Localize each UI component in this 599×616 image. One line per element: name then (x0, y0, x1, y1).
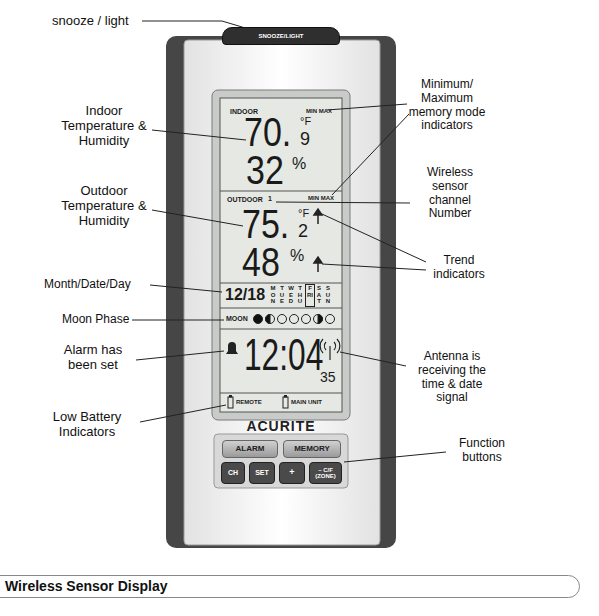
lcd-text: OUTDOOR (227, 196, 263, 203)
lcd-text: REMOTE (236, 399, 262, 405)
lcd-digits: 75. (242, 204, 289, 244)
callout-label: Low Battery Indicators (34, 410, 140, 440)
lcd-text: MIN MAX (306, 108, 332, 114)
snooze-button: SNOOZE/LIGHT (222, 27, 340, 45)
lcd-text: °F (300, 116, 311, 127)
button-text: – C/F (318, 467, 333, 473)
lcd-digits: 48 (242, 242, 280, 282)
button-text: SNOOZE/LIGHT (259, 33, 304, 39)
alarm-icon (226, 342, 238, 354)
button-text: + (289, 468, 294, 477)
day-letters: FRI (307, 285, 313, 298)
callout-label: Outdoor Temperature & Humidity (58, 184, 150, 229)
callout-label: Alarm has been set (50, 343, 136, 373)
lcd-dividers (220, 191, 342, 393)
function-button: + (279, 462, 305, 484)
leader-lines (132, 21, 446, 462)
section-band: Wireless Sensor Display (0, 575, 580, 598)
function-button: – C/F(ZONE) (309, 462, 342, 484)
lcd-text: MOON (226, 315, 248, 322)
callout-label: Indoor Temperature & Humidity (58, 104, 150, 149)
lcd-digits: 70. (244, 112, 291, 152)
lcd-text: °F (298, 208, 309, 219)
day-letters: SUN (325, 285, 331, 305)
button-text: (ZONE) (315, 473, 336, 479)
day-letters: THU (297, 285, 303, 305)
lcd-digits: 9 (300, 130, 310, 148)
callout-label: Month/Date/Day (44, 278, 131, 292)
callout-label: Antenna is receiving the time & date sig… (406, 350, 498, 405)
callout-label: Moon Phase (62, 313, 129, 327)
housing-outer (166, 36, 396, 548)
day-letters: TUE (279, 285, 285, 305)
button-text: ALARM (236, 445, 265, 453)
housing-face (184, 40, 380, 545)
callout-label: Function buttons (446, 437, 518, 465)
day-letters: MON (270, 285, 276, 305)
trend-arrows (314, 209, 322, 272)
lcd-text: MAIN UNIT (291, 399, 322, 405)
lcd-seconds: 35 (320, 370, 336, 384)
lcd-panel (220, 98, 342, 412)
function-button: SET (249, 462, 275, 484)
lcd-time: 12:04 (244, 333, 323, 377)
battery-icons (228, 396, 288, 409)
day-letters: SAT (316, 285, 322, 305)
lcd-digits: 32 (246, 150, 284, 190)
function-button: CH (221, 462, 245, 484)
lcd-date: 12/18 (225, 287, 265, 303)
day-marker (306, 285, 315, 307)
callout-label: Minimum/ Maximum memory mode indicators (406, 78, 488, 133)
button-text: Wireless Sensor Display (5, 579, 168, 594)
function-button: MEMORY (283, 440, 341, 458)
lcd-digits: 2 (298, 222, 308, 240)
function-button: ALARM (222, 440, 278, 458)
button-text: SET (255, 469, 269, 476)
lcd-text: % (292, 156, 306, 172)
display-bezel (212, 90, 350, 420)
callout-label: snooze / light (52, 14, 129, 29)
lcd-text: % (290, 248, 304, 264)
moon-phases (254, 315, 335, 324)
lcd-text: MIN MAX (308, 195, 334, 201)
brand-logo: ACURITE (232, 419, 330, 433)
day-letters: WED (288, 285, 294, 305)
callout-label: Trend indicators (428, 254, 490, 282)
channel-number: 1 (268, 195, 272, 202)
button-text: MEMORY (294, 445, 330, 453)
button-text: CH (228, 469, 238, 476)
callout-label: Wireless sensor channel Number (412, 166, 488, 221)
button-panel (214, 434, 348, 488)
